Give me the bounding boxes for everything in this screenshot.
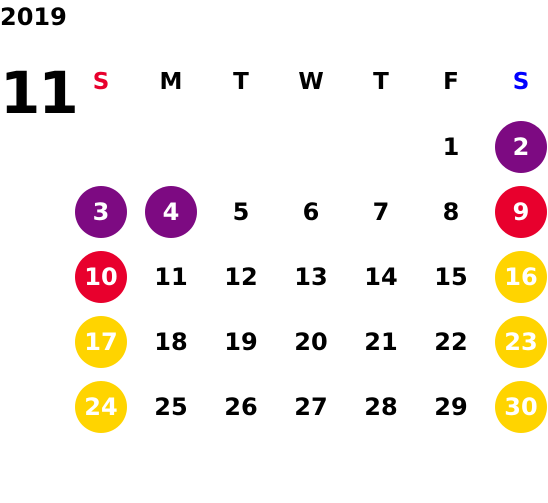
day-number: 28 <box>364 393 398 421</box>
day-number: 11 <box>154 263 188 291</box>
day-cell[interactable]: 2 <box>486 115 548 179</box>
day-number: 26 <box>224 393 258 421</box>
day-cell[interactable]: 1 <box>416 115 486 179</box>
day-cell[interactable]: 16 <box>486 245 548 309</box>
day-cell[interactable]: 10 <box>66 245 136 309</box>
day-number: 7 <box>372 198 390 226</box>
day-cell[interactable]: 29 <box>416 375 486 439</box>
weekday-header: S <box>512 69 530 95</box>
highlighted-day-number: 24 <box>75 381 127 433</box>
day-cell[interactable]: 22 <box>416 310 486 374</box>
day-number: 14 <box>364 263 398 291</box>
day-cell[interactable]: 12 <box>206 245 276 309</box>
day-number: 6 <box>302 198 320 226</box>
highlighted-day-number: 17 <box>75 316 127 368</box>
day-cell[interactable]: 9 <box>486 180 548 244</box>
day-cell[interactable]: 7 <box>346 180 416 244</box>
day-number: 12 <box>224 263 258 291</box>
day-cell[interactable]: 5 <box>206 180 276 244</box>
highlighted-day-number: 10 <box>75 251 127 303</box>
day-cell[interactable]: 26 <box>206 375 276 439</box>
day-cell[interactable]: 13 <box>276 245 346 309</box>
weekday-header: S <box>92 69 110 95</box>
highlighted-day-number: 30 <box>495 381 547 433</box>
day-number: 1 <box>442 133 460 161</box>
day-cell[interactable]: 30 <box>486 375 548 439</box>
day-number: 27 <box>294 393 328 421</box>
day-cell[interactable]: 25 <box>136 375 206 439</box>
weekday-header: T <box>373 69 389 95</box>
day-cell[interactable]: 19 <box>206 310 276 374</box>
year-label: 2019 <box>0 3 67 31</box>
weekday-header: W <box>298 69 324 95</box>
day-cell[interactable]: 17 <box>66 310 136 374</box>
day-number: 5 <box>232 198 250 226</box>
day-cell[interactable]: 4 <box>136 180 206 244</box>
day-cell[interactable]: 18 <box>136 310 206 374</box>
highlighted-day-number: 16 <box>495 251 547 303</box>
highlighted-day-number: 2 <box>495 121 547 173</box>
day-number: 8 <box>442 198 460 226</box>
highlighted-day-number: 4 <box>145 186 197 238</box>
day-cell[interactable]: 14 <box>346 245 416 309</box>
day-cell[interactable]: 23 <box>486 310 548 374</box>
day-number: 22 <box>434 328 468 356</box>
highlighted-day-number: 3 <box>75 186 127 238</box>
day-cell[interactable]: 27 <box>276 375 346 439</box>
day-number: 18 <box>154 328 188 356</box>
day-number: 19 <box>224 328 258 356</box>
day-cell[interactable]: 15 <box>416 245 486 309</box>
day-cell[interactable]: 24 <box>66 375 136 439</box>
day-number: 20 <box>294 328 328 356</box>
day-cell[interactable]: 28 <box>346 375 416 439</box>
day-cell[interactable]: 8 <box>416 180 486 244</box>
day-cell[interactable]: 11 <box>136 245 206 309</box>
day-number: 15 <box>434 263 468 291</box>
highlighted-day-number: 23 <box>495 316 547 368</box>
day-cell[interactable]: 20 <box>276 310 346 374</box>
day-cell[interactable]: 6 <box>276 180 346 244</box>
day-cell[interactable]: 21 <box>346 310 416 374</box>
day-number: 25 <box>154 393 188 421</box>
highlighted-day-number: 9 <box>495 186 547 238</box>
day-number: 29 <box>434 393 468 421</box>
weekday-header: M <box>159 69 183 95</box>
day-number: 21 <box>364 328 398 356</box>
weekday-header: T <box>233 69 249 95</box>
day-cell[interactable]: 3 <box>66 180 136 244</box>
day-number: 13 <box>294 263 328 291</box>
month-label: 11 <box>0 59 79 127</box>
weekday-header: F <box>443 69 459 95</box>
